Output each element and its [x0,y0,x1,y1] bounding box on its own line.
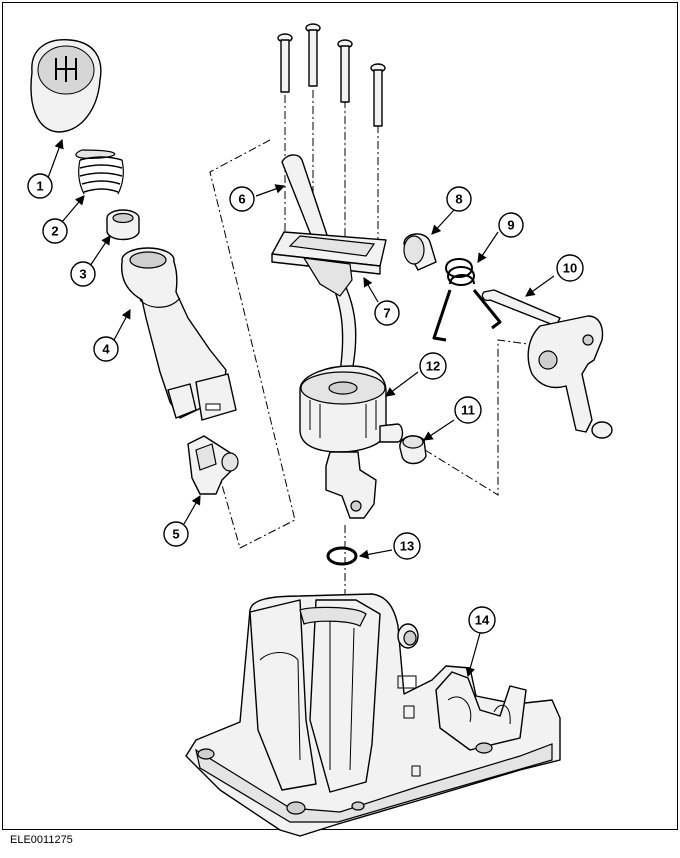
screws [277,23,386,127]
callout-5: 5 [163,521,189,547]
alignment-lines [209,90,536,640]
svg-text:7: 7 [383,306,390,321]
svg-text:4: 4 [102,342,110,357]
svg-text:1: 1 [36,179,43,194]
svg-text:10: 10 [563,261,577,276]
gearshift-housing [185,593,561,837]
callout-1: 1 [27,173,53,199]
svg-text:6: 6 [238,192,245,207]
figure-reference-code: ELE0011275 [10,834,73,846]
svg-text:11: 11 [461,403,475,418]
svg-text:3: 3 [79,267,86,282]
callout-8: 8 [446,186,472,212]
svg-text:2: 2 [51,224,58,239]
callout-12: 12 [419,352,447,380]
callout-9: 9 [498,212,524,238]
svg-text:8: 8 [455,192,462,207]
gaiter-tube [121,247,237,421]
svg-text:14: 14 [475,613,490,628]
callout-10: 10 [556,254,584,282]
selector-mechanism [399,233,613,465]
gear-lever-assembly [271,23,404,566]
bush [106,209,140,241]
callout-2: 2 [42,218,68,244]
callout-leaders [47,138,555,678]
svg-text:12: 12 [426,359,440,374]
callout-11: 11 [454,396,482,424]
callout-14: 14 [468,606,496,634]
callout-7: 7 [374,300,400,326]
callout-13: 13 [393,532,421,560]
callout-3: 3 [70,261,96,287]
svg-text:13: 13 [400,539,414,554]
gear-knob [30,39,102,133]
svg-text:5: 5 [172,527,179,542]
spring [75,149,124,195]
svg-text:9: 9 [507,218,514,233]
pivot-block [187,435,239,495]
callout-6: 6 [229,186,255,212]
diagram-frame [2,2,678,830]
callout-4: 4 [93,336,119,362]
